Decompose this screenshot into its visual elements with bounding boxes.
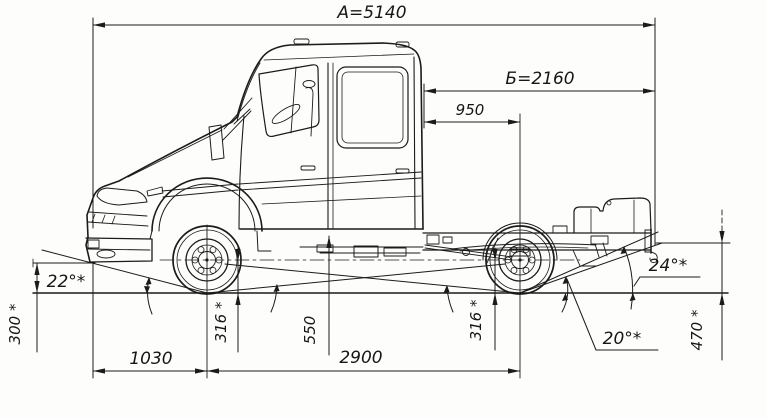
rear-door-window	[336, 66, 409, 149]
tow-hook	[649, 251, 658, 263]
steering-wheel	[271, 104, 301, 124]
side-mirror	[208, 97, 253, 161]
dimension-lines	[32, 17, 731, 379]
fuel-tank	[573, 197, 652, 234]
departure-angle-line-20	[519, 242, 663, 294]
wiper	[233, 108, 251, 125]
dimension-arrowheads	[34, 22, 725, 374]
roof-marker-lamp	[395, 41, 410, 48]
interior	[271, 80, 316, 137]
label-rear-frame-height: 470 *	[688, 309, 706, 350]
front-door-window	[258, 64, 320, 138]
label-wheelbase: 2900	[339, 348, 382, 368]
headlight	[96, 187, 148, 206]
label-ramp-angle: 20°*	[603, 329, 642, 349]
rear-leaf-spring	[451, 235, 609, 258]
door-handle	[395, 168, 410, 174]
roof-marker-lamp	[293, 38, 310, 45]
label-cab-to-rear-axle: 950	[456, 101, 485, 119]
drive-shaft	[424, 244, 513, 261]
vehicle-cab	[85, 38, 424, 263]
label-front-wheel-center-height: 316 *	[212, 301, 230, 342]
fog-lamp	[96, 249, 116, 259]
label-front-end-height: 300 *	[6, 303, 24, 344]
label-overall-length: А=5140	[336, 3, 406, 23]
ramp-line-rear	[224, 263, 521, 294]
label-approach-angle: 22°*	[47, 272, 86, 292]
front-bumper	[85, 237, 153, 263]
label-frame-rear-length: Б=2160	[505, 69, 574, 89]
turn-signal	[146, 186, 164, 197]
angle-lines	[41, 231, 701, 351]
label-departure-angle: 24°*	[649, 256, 688, 276]
label-frame-height-mid: 550	[301, 316, 319, 345]
label-rear-wheel-center-height: 316 *	[467, 299, 485, 340]
approach-angle-line	[41, 249, 208, 294]
label-front-overhang: 1030	[129, 349, 172, 369]
door-handle	[300, 165, 316, 171]
departure-angle-line-24	[519, 231, 659, 294]
ramp-line-front	[206, 263, 506, 294]
